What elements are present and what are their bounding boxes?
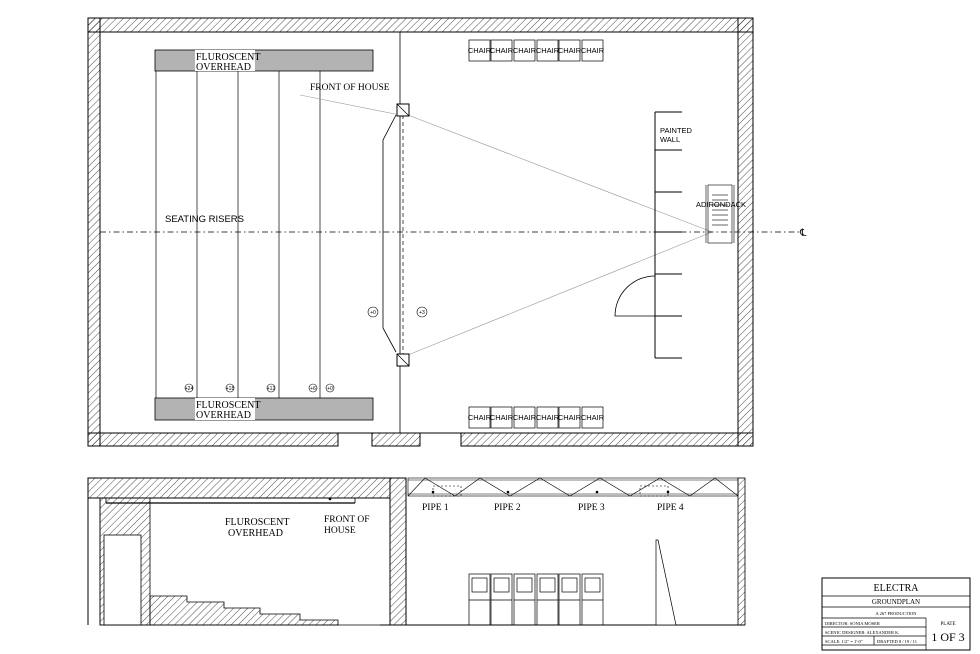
chair-top-4: CHAIR bbox=[536, 46, 560, 55]
section-view: FLUROSCENT OVERHEAD FRONT OF HOUSE PIPE … bbox=[87, 477, 746, 626]
painted-wall-label-2: WALL bbox=[660, 135, 680, 144]
fluorescent-overhead-bottom bbox=[154, 397, 374, 421]
fluorescent-top-label-1: FLUROSCENT bbox=[196, 52, 260, 63]
section-foh-label-2: HOUSE bbox=[324, 526, 356, 536]
section-seating-risers bbox=[149, 595, 339, 626]
level-right: +3 bbox=[419, 310, 425, 316]
riser-height-markers: +24 +18 +12 +6 +0 bbox=[184, 383, 335, 393]
fluorescent-overhead-top bbox=[154, 49, 374, 72]
pipe-labels: PIPE 1 PIPE 2 PIPE 3 PIPE 4 bbox=[422, 503, 684, 513]
riser-height-4: +6 bbox=[310, 386, 316, 392]
pipe-2-label: PIPE 2 bbox=[494, 503, 521, 513]
adirondack-label: ADIRONDACK bbox=[696, 200, 746, 209]
chair-bottom-5: CHAIR bbox=[558, 413, 582, 422]
chair-bottom-4: CHAIR bbox=[536, 413, 560, 422]
chair-bottom-3: CHAIR bbox=[513, 413, 537, 422]
door-swing bbox=[614, 275, 656, 317]
title-designer: SCENIC DESIGNER: ALEXANDER K. bbox=[825, 630, 900, 635]
chair-top-3: CHAIR bbox=[513, 46, 537, 55]
adirondack-chair bbox=[705, 184, 735, 244]
title-production: A 267 PRODUCTION bbox=[875, 611, 917, 616]
plan-wall-bottom-right bbox=[460, 432, 754, 447]
ground-plan: FLUROSCENT OVERHEAD FLUROSCENT OVERHEAD … bbox=[87, 17, 807, 447]
title-plate: 1 OF 3 bbox=[931, 630, 964, 644]
centerline-mark: ℄ bbox=[799, 228, 807, 239]
riser-height-5: +0 bbox=[327, 386, 333, 392]
plan-wall-left bbox=[87, 17, 101, 447]
title-scale: SCALE: 1/2" = 1'-0" bbox=[825, 639, 863, 644]
riser-height-2: +18 bbox=[226, 386, 235, 392]
riser-height-3: +12 bbox=[267, 386, 276, 392]
chair-bottom-2: CHAIR bbox=[490, 413, 514, 422]
section-fluorescent-label-2: OVERHEAD bbox=[228, 528, 283, 539]
title-director: DIRECTOR: SONIA MOSER bbox=[825, 621, 880, 626]
riser-height-1: +24 bbox=[185, 386, 194, 392]
chair-bottom-1: CHAIR bbox=[468, 413, 492, 422]
title-sheet: GROUNDPLAN bbox=[872, 598, 920, 606]
section-wall-right bbox=[737, 477, 746, 626]
chair-top-1: CHAIR bbox=[468, 46, 492, 55]
stage-edge bbox=[382, 114, 397, 353]
fluorescent-bottom-label-1: FLUROSCENT bbox=[196, 400, 260, 411]
painted-wall-section bbox=[655, 539, 677, 626]
seating-risers bbox=[155, 71, 321, 398]
chair-top-6: CHAIR bbox=[581, 46, 605, 55]
seating-risers-label: SEATING RISERS bbox=[165, 214, 244, 225]
pipe-1-label: PIPE 1 bbox=[422, 503, 449, 513]
section-foh-label-1: FRONT OF bbox=[324, 515, 370, 525]
plan-wall-bottom-left bbox=[87, 432, 339, 447]
level-left: +0 bbox=[370, 310, 376, 316]
chairs-bottom: CHAIR CHAIR CHAIR CHAIR CHAIR CHAIR bbox=[468, 406, 605, 429]
chair-top-2: CHAIR bbox=[490, 46, 514, 55]
title-plate-label: PLATE bbox=[941, 622, 956, 627]
sight-lines bbox=[299, 94, 713, 356]
plan-wall-bottom-mid bbox=[371, 432, 421, 447]
title-drafted: DRAFTED 8 / 19 / 11 bbox=[877, 639, 917, 644]
section-proscenium-wall bbox=[389, 477, 407, 626]
plan-wall-top bbox=[87, 17, 754, 33]
painted-wall bbox=[654, 111, 682, 359]
pipe-3-label: PIPE 3 bbox=[578, 503, 605, 513]
section-roof-left bbox=[87, 477, 391, 499]
chair-top-5: CHAIR bbox=[558, 46, 582, 55]
front-of-house-label: FRONT OF HOUSE bbox=[310, 83, 390, 93]
fluorescent-bottom-label-2: OVERHEAD bbox=[196, 410, 251, 421]
lighting-truss bbox=[407, 477, 739, 497]
title-block: ELECTRA GROUNDPLAN A 267 PRODUCTION DIRE… bbox=[821, 577, 971, 651]
fluorescent-top-label-2: OVERHEAD bbox=[196, 62, 251, 73]
pipe-4-label: PIPE 4 bbox=[657, 503, 684, 513]
chair-bottom-6: CHAIR bbox=[581, 413, 605, 422]
chairs-elevation bbox=[468, 573, 604, 626]
section-door bbox=[103, 534, 142, 626]
painted-wall-label-1: PAINTED bbox=[660, 126, 693, 135]
section-fluorescent-label-1: FLUROSCENT bbox=[225, 517, 289, 528]
chairs-top: CHAIR CHAIR CHAIR CHAIR CHAIR CHAIR bbox=[468, 39, 605, 62]
title-show: ELECTRA bbox=[874, 583, 920, 594]
